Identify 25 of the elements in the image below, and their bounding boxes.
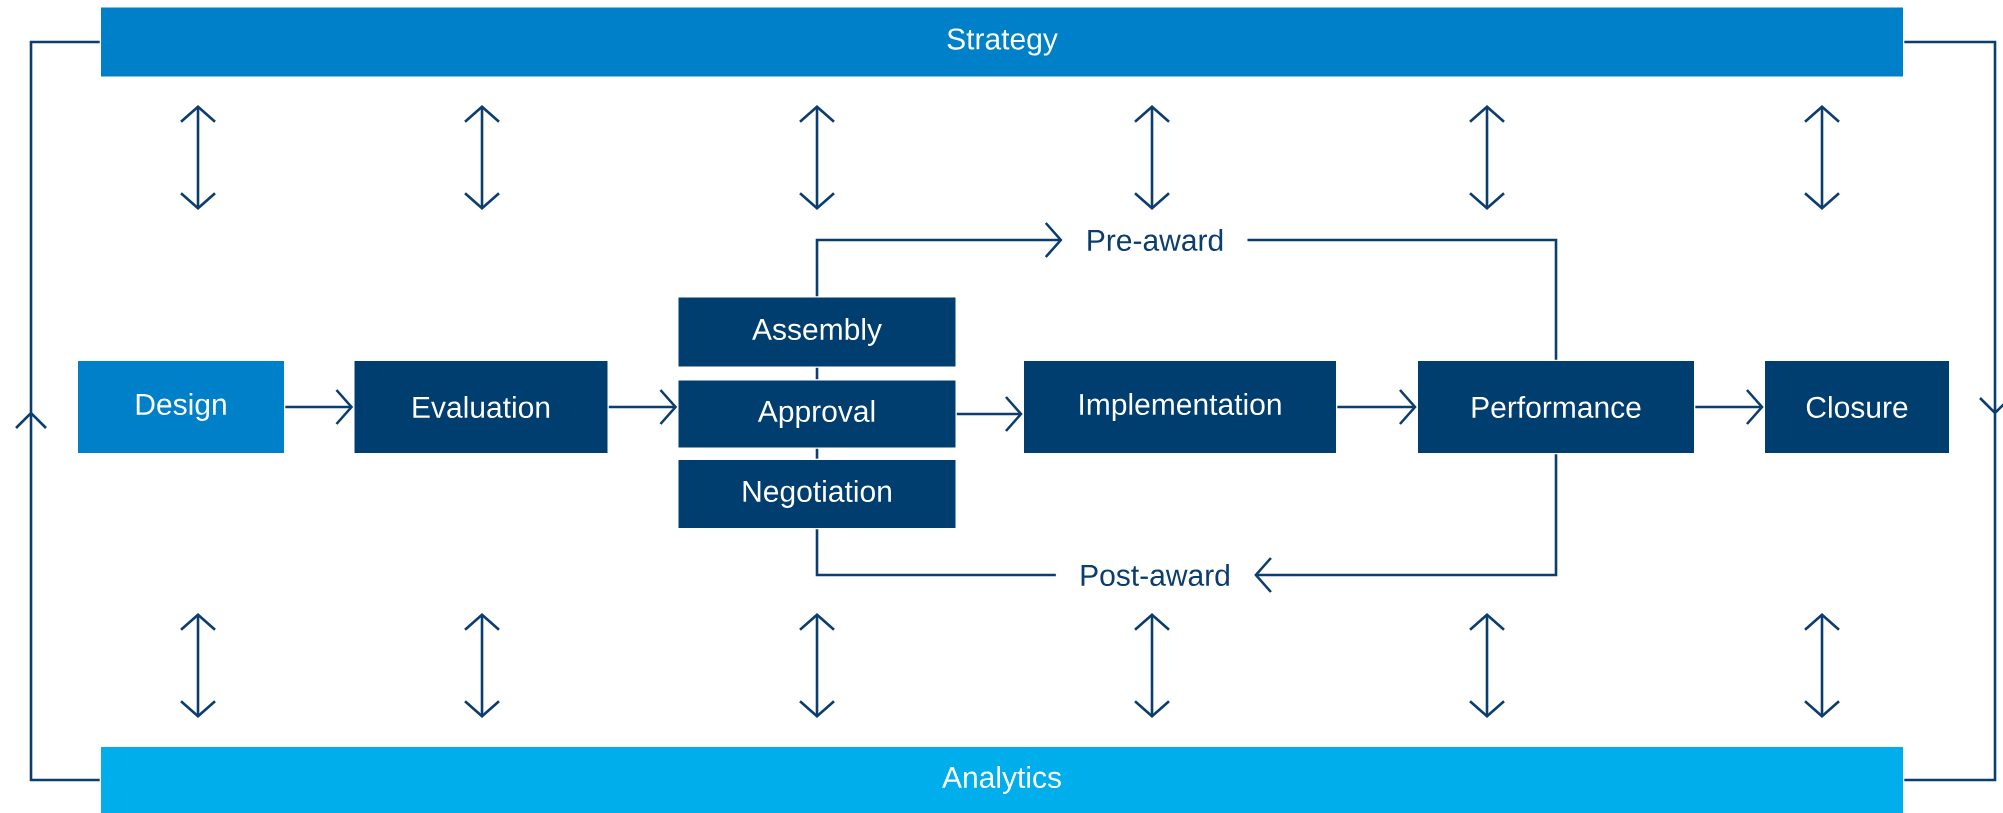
connector [1903, 40, 2003, 782]
process-box: Assembly [678, 297, 956, 367]
connector [285, 389, 354, 425]
connector [815, 529, 1056, 577]
connector [815, 448, 819, 459]
process-box: Negotiation [678, 460, 956, 528]
process-box: Implementation [1024, 361, 1336, 453]
connector [14, 40, 101, 782]
process-box: Closure [1765, 361, 1949, 453]
process-box: Approval [678, 380, 956, 448]
stage-label: Pre-award [1088, 229, 1223, 251]
connector [1247, 238, 1558, 360]
connector [956, 396, 1023, 432]
band: Strategy [101, 7, 1903, 77]
connector [815, 367, 819, 380]
connector [1695, 389, 1764, 425]
process-box: Performance [1418, 361, 1694, 453]
connector [608, 389, 678, 425]
band: Analytics [101, 747, 1903, 813]
process-box: Design [78, 361, 284, 453]
connector [815, 222, 1063, 297]
process-box: Evaluation [354, 361, 608, 453]
connector [1254, 454, 1558, 593]
connector [1337, 389, 1417, 425]
stage-label: Post-award [1081, 564, 1229, 586]
